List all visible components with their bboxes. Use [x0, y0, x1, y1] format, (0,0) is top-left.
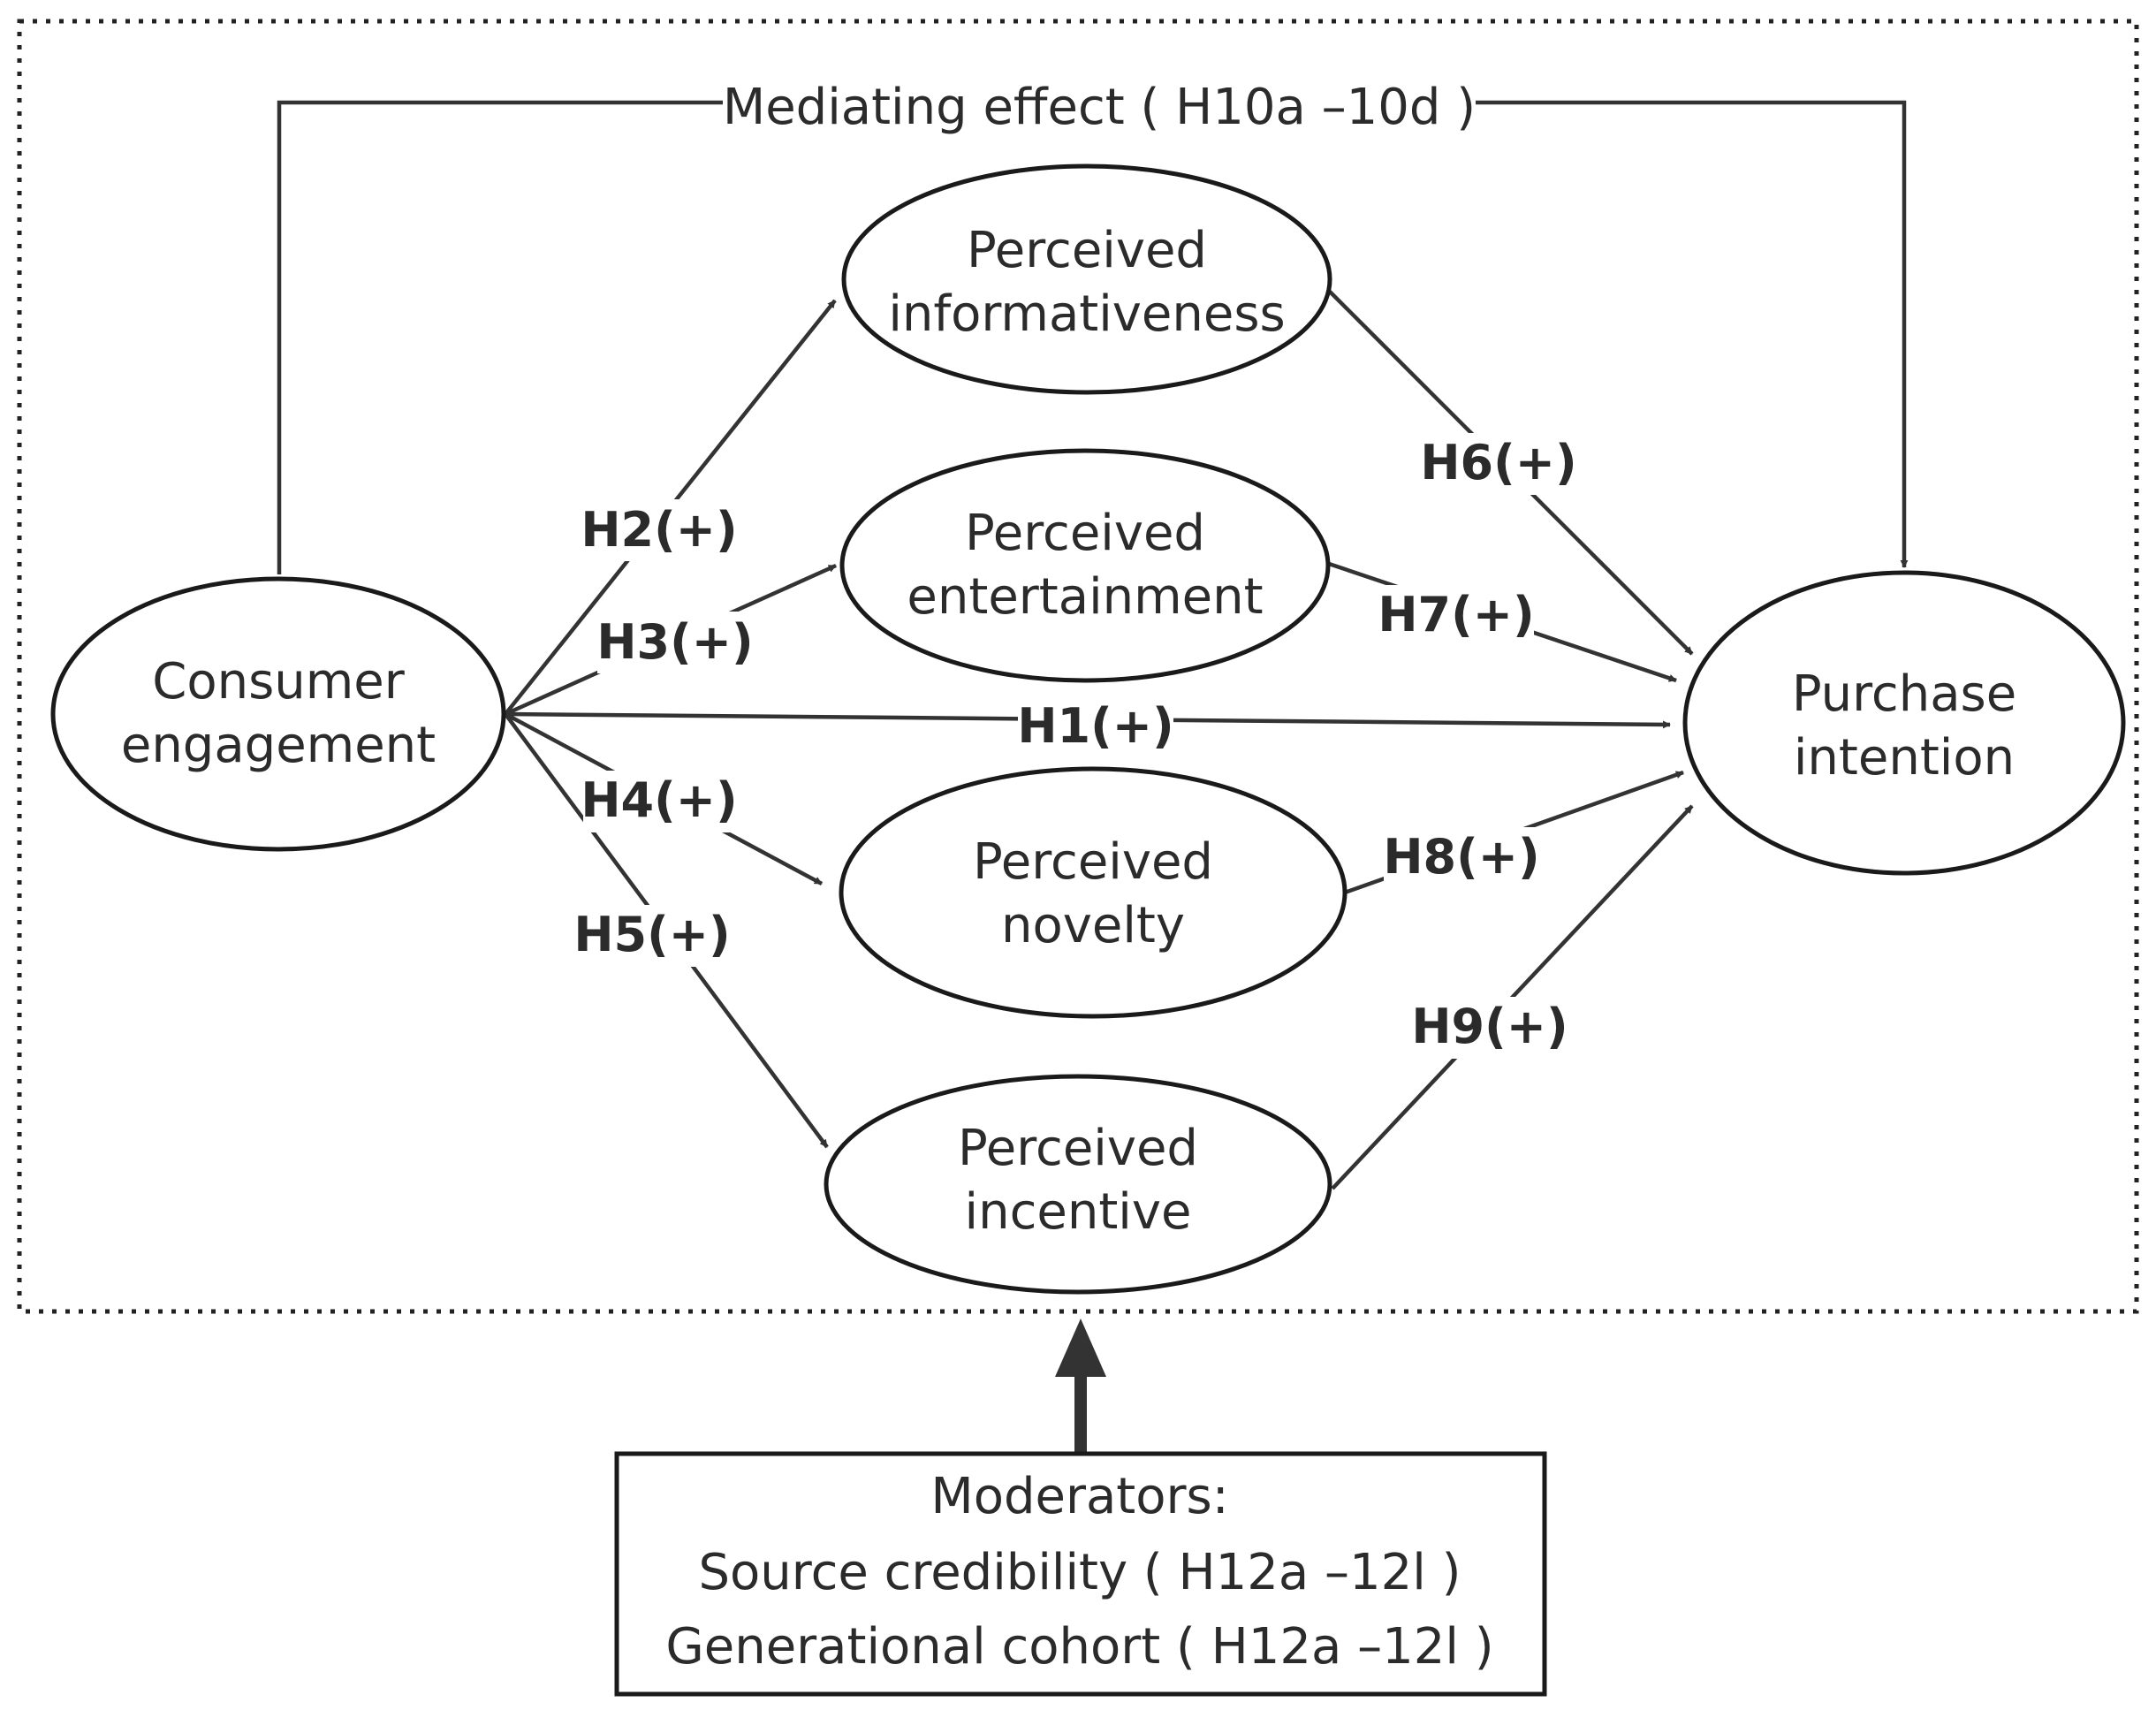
edge-label-h2: H2(+) [581, 502, 737, 558]
node-perceived-entertainment-line2: entertainment [907, 568, 1263, 626]
node-perceived-incentive-line1: Perceived [958, 1120, 1198, 1177]
moderators-title: Moderators: [930, 1468, 1228, 1525]
edge-label-h7: H7(+) [1378, 587, 1534, 642]
node-perceived-informativeness: Perceived informativeness [841, 163, 1332, 395]
node-perceived-entertainment-line1: Perceived [965, 505, 1205, 562]
edge-label-h9: H9(+) [1411, 999, 1568, 1054]
edge-label-h6: H6(+) [1420, 435, 1576, 490]
node-perceived-entertainment: Perceived entertainment [839, 448, 1331, 683]
node-perceived-incentive-line2: incentive [965, 1183, 1192, 1241]
mediating-effect-connector [277, 100, 1909, 574]
node-perceived-informativeness-line1: Perceived [967, 222, 1207, 279]
moderators-source-credibility: Source credibility ( H12a –12l ) [699, 1544, 1461, 1601]
node-perceived-informativeness-line2: informativeness [888, 285, 1285, 343]
node-perceived-novelty-line1: Perceived [973, 833, 1213, 891]
node-purchase-intention: Purchase intention [1682, 570, 2126, 876]
edge-label-h1: H1(+) [1017, 698, 1173, 754]
node-consumer-engagement: Consumer engagement [50, 576, 506, 852]
node-consumer-engagement-line1: Consumer [152, 653, 406, 711]
node-purchase-intention-line2: intention [1794, 729, 2015, 787]
mediating-effect-label: Mediating effect ( H10a –10d ) [723, 79, 1476, 136]
edge-label-h3: H3(+) [596, 614, 753, 670]
edge-label-h5: H5(+) [573, 907, 730, 962]
moderator-arrow-head [1055, 1319, 1106, 1377]
node-perceived-novelty: Perceived novelty [839, 766, 1348, 1019]
node-perceived-incentive: Perceived incentive [824, 1074, 1332, 1295]
node-consumer-engagement-line2: engagement [121, 717, 436, 774]
node-perceived-novelty-line2: novelty [1001, 897, 1185, 954]
moderators-box: Moderators: Source credibility ( H12a –1… [614, 1451, 1547, 1697]
moderators-generational-cohort: Generational cohort ( H12a –12l ) [665, 1618, 1493, 1676]
edge-label-h8: H8(+) [1383, 829, 1539, 885]
edge-label-h4: H4(+) [581, 772, 737, 828]
node-purchase-intention-line1: Purchase [1792, 665, 2016, 723]
